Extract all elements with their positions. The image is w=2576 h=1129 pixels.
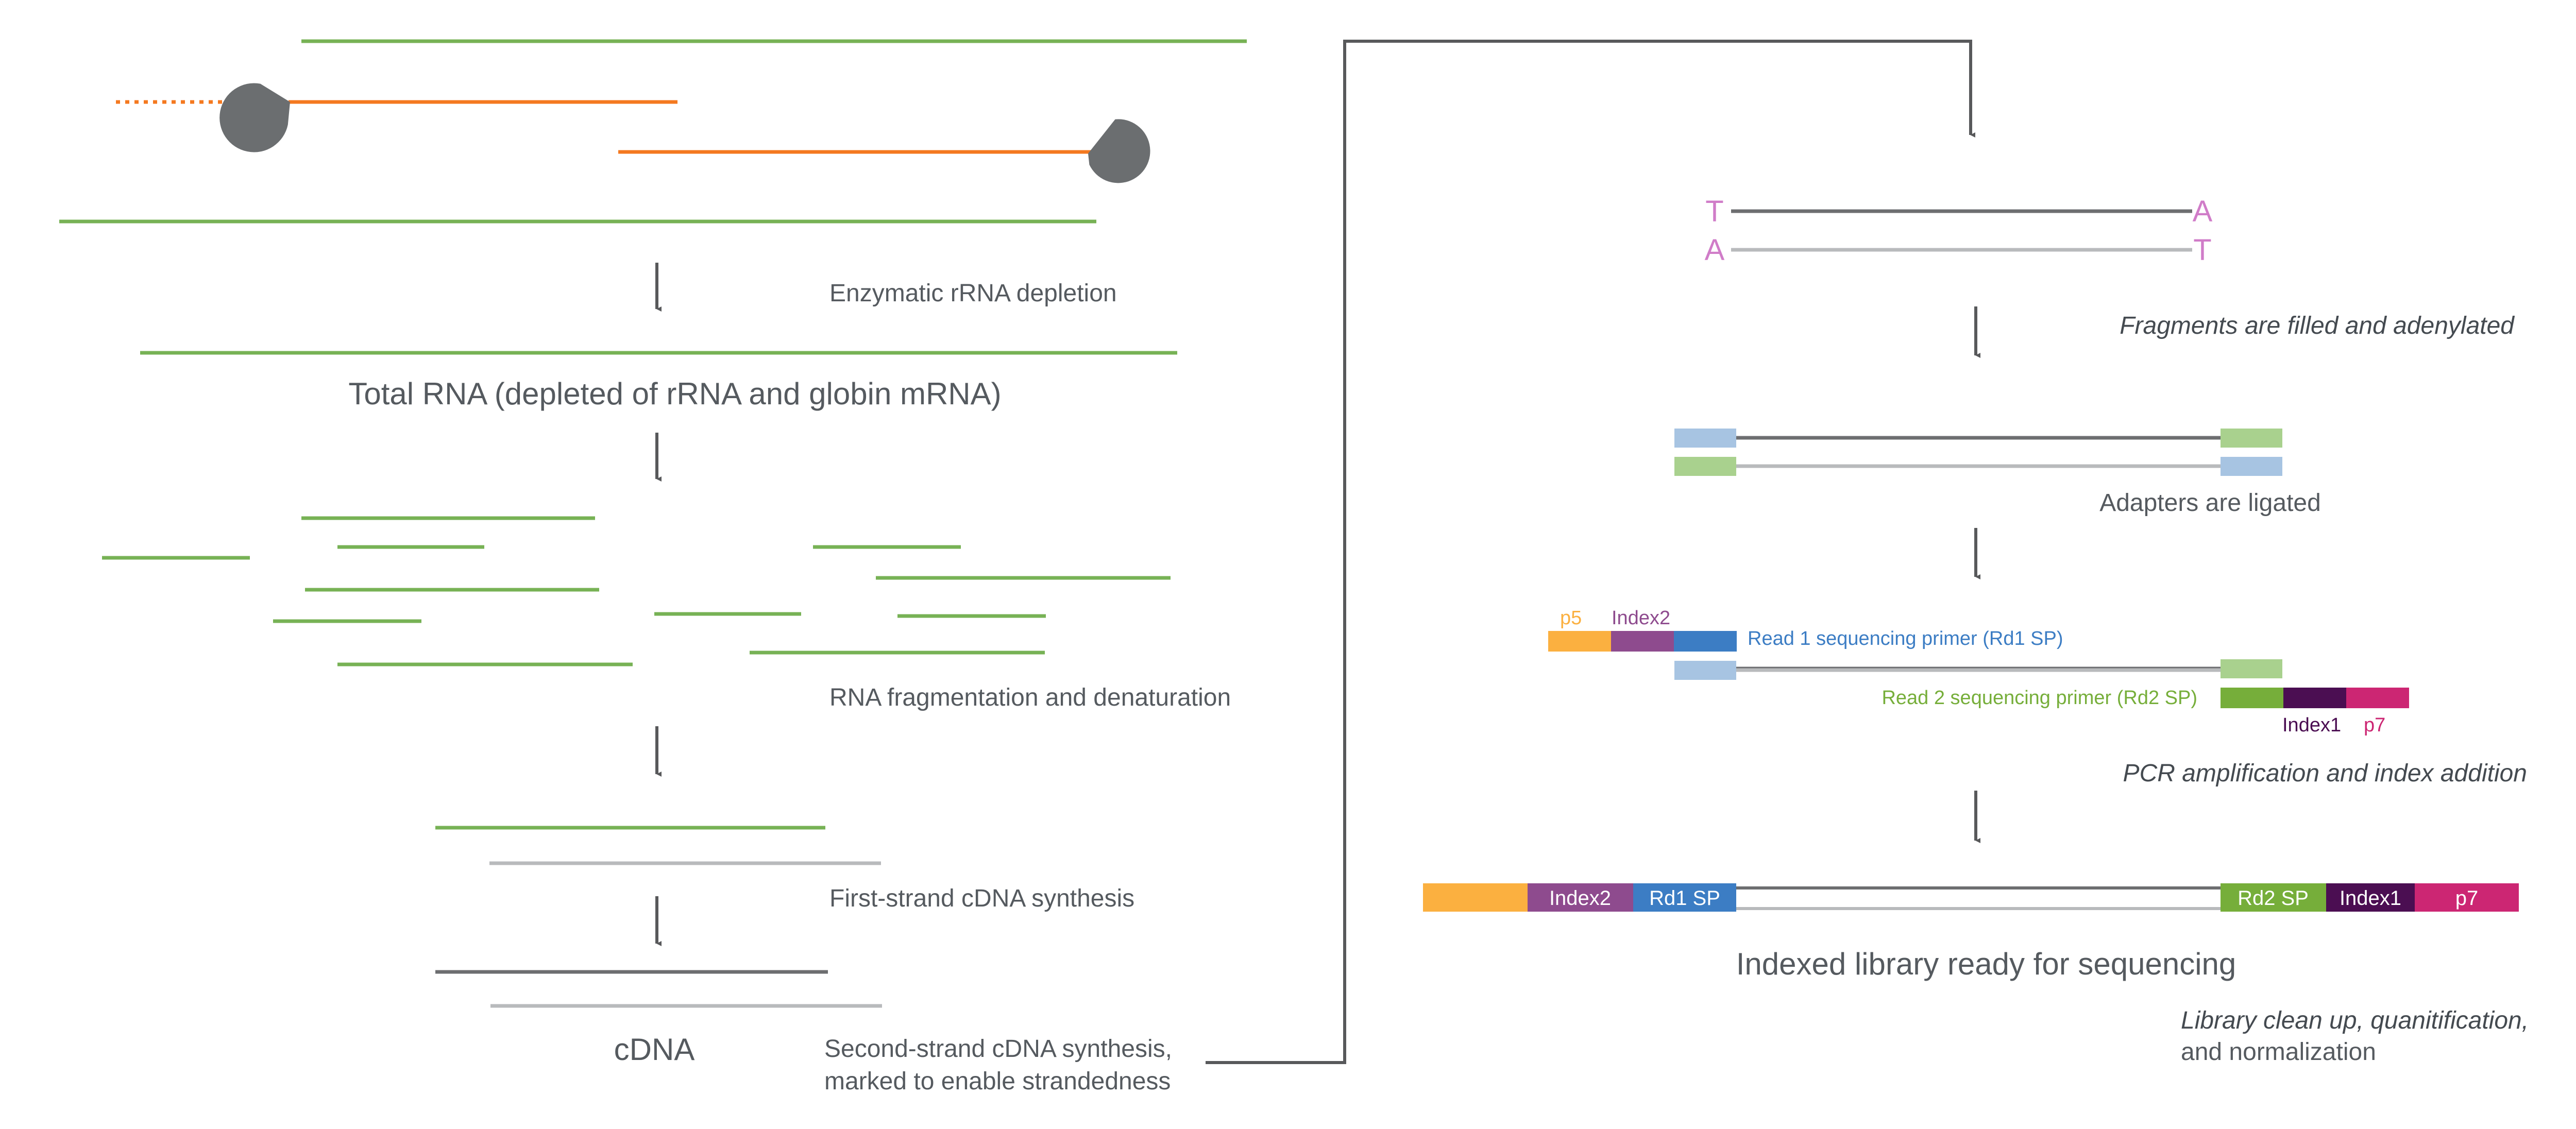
base-t-overhang: T [2193, 233, 2211, 267]
index2-block [1611, 631, 1674, 652]
step-label-enzymatic-depletion: Enzymatic rRNA depletion [829, 280, 1117, 307]
p5-block [1423, 883, 1528, 912]
rna-fragments [102, 516, 1171, 666]
rd2-sp-label: Rd2 SP [2238, 887, 2309, 910]
adapter-block [1674, 429, 1736, 448]
step-label-second-strand-line2: marked to enable strandedness [824, 1068, 1171, 1095]
index1-label: Index1 [2340, 887, 2401, 910]
adapter-block [2221, 457, 2282, 476]
p7-block [2415, 883, 2519, 912]
index1-block [2283, 688, 2346, 708]
rd1-sp-block [1674, 631, 1737, 652]
index2-block [1528, 883, 1633, 912]
index2-label: Index2 [1549, 887, 1611, 910]
total-rna-label: Total RNA (depleted of rRNA and globin m… [348, 377, 1001, 411]
rd1-sp-block [1633, 883, 1736, 912]
p7-label: p7 [2455, 887, 2479, 910]
rnase-enzyme-icon [1088, 119, 1150, 183]
step-label-adapters-ligated: Adapters are ligated [2099, 489, 2321, 517]
step-label-pcr-amplification: PCR amplification and index addition [2123, 760, 2527, 787]
read2-primer-label: Read 2 sequencing primer (Rd2 SP) [1882, 687, 2197, 709]
p7-block [2346, 688, 2409, 708]
adapter-block [2221, 429, 2282, 448]
connector-arrow [1206, 40, 1975, 1064]
rd2-sp-block [2221, 688, 2283, 708]
step-label-fragmentation: RNA fragmentation and denaturation [829, 684, 1231, 711]
adenylated-fragment: T A A T [1705, 195, 2213, 267]
indexed-library-label: Indexed library ready for sequencing [1736, 947, 2236, 981]
read1-primer-label: Read 1 sequencing primer (Rd1 SP) [1748, 628, 2063, 649]
step-label-filled-adenylated: Fragments are filled and adenylated [2120, 312, 2515, 339]
adapter-block [1674, 661, 1736, 680]
indexed-library-construct: Index2 Rd1 SP Rd2 SP Index1 p7 [1423, 883, 2519, 912]
step-label-first-strand: First-strand cDNA synthesis [829, 885, 1134, 912]
base-t-overhang: T [1705, 195, 1723, 228]
index2-label: Index2 [1612, 607, 1670, 629]
rnase-enzyme-icon [219, 83, 290, 152]
adapter-ligated-fragment [1674, 429, 2282, 476]
adapter-block [1674, 457, 1736, 476]
base-a-overhang: A [2193, 195, 2213, 228]
adapter-block [2221, 659, 2282, 678]
index1-label: Index1 [2282, 714, 2341, 736]
rna-input-panel [59, 39, 1247, 224]
step-label-second-strand-line1: Second-strand cDNA synthesis, [824, 1035, 1172, 1063]
step-label-cleanup-line1: Library clean up, quanitification, [2181, 1007, 2529, 1034]
cdna-label: cDNA [614, 1032, 695, 1067]
rd2-sp-block [2221, 883, 2326, 912]
index1-block [2326, 883, 2415, 912]
pcr-index-addition: p5 Index2 Read 1 sequencing primer (Rd1 … [1548, 607, 2409, 736]
step-label-cleanup-line2: and normalization [2181, 1038, 2376, 1066]
base-a-overhang: A [1705, 233, 1725, 267]
p5-block [1548, 631, 1611, 652]
p7-label: p7 [2364, 714, 2385, 736]
p5-label: p5 [1560, 607, 1582, 629]
rd1-sp-label: Rd1 SP [1649, 887, 1720, 910]
